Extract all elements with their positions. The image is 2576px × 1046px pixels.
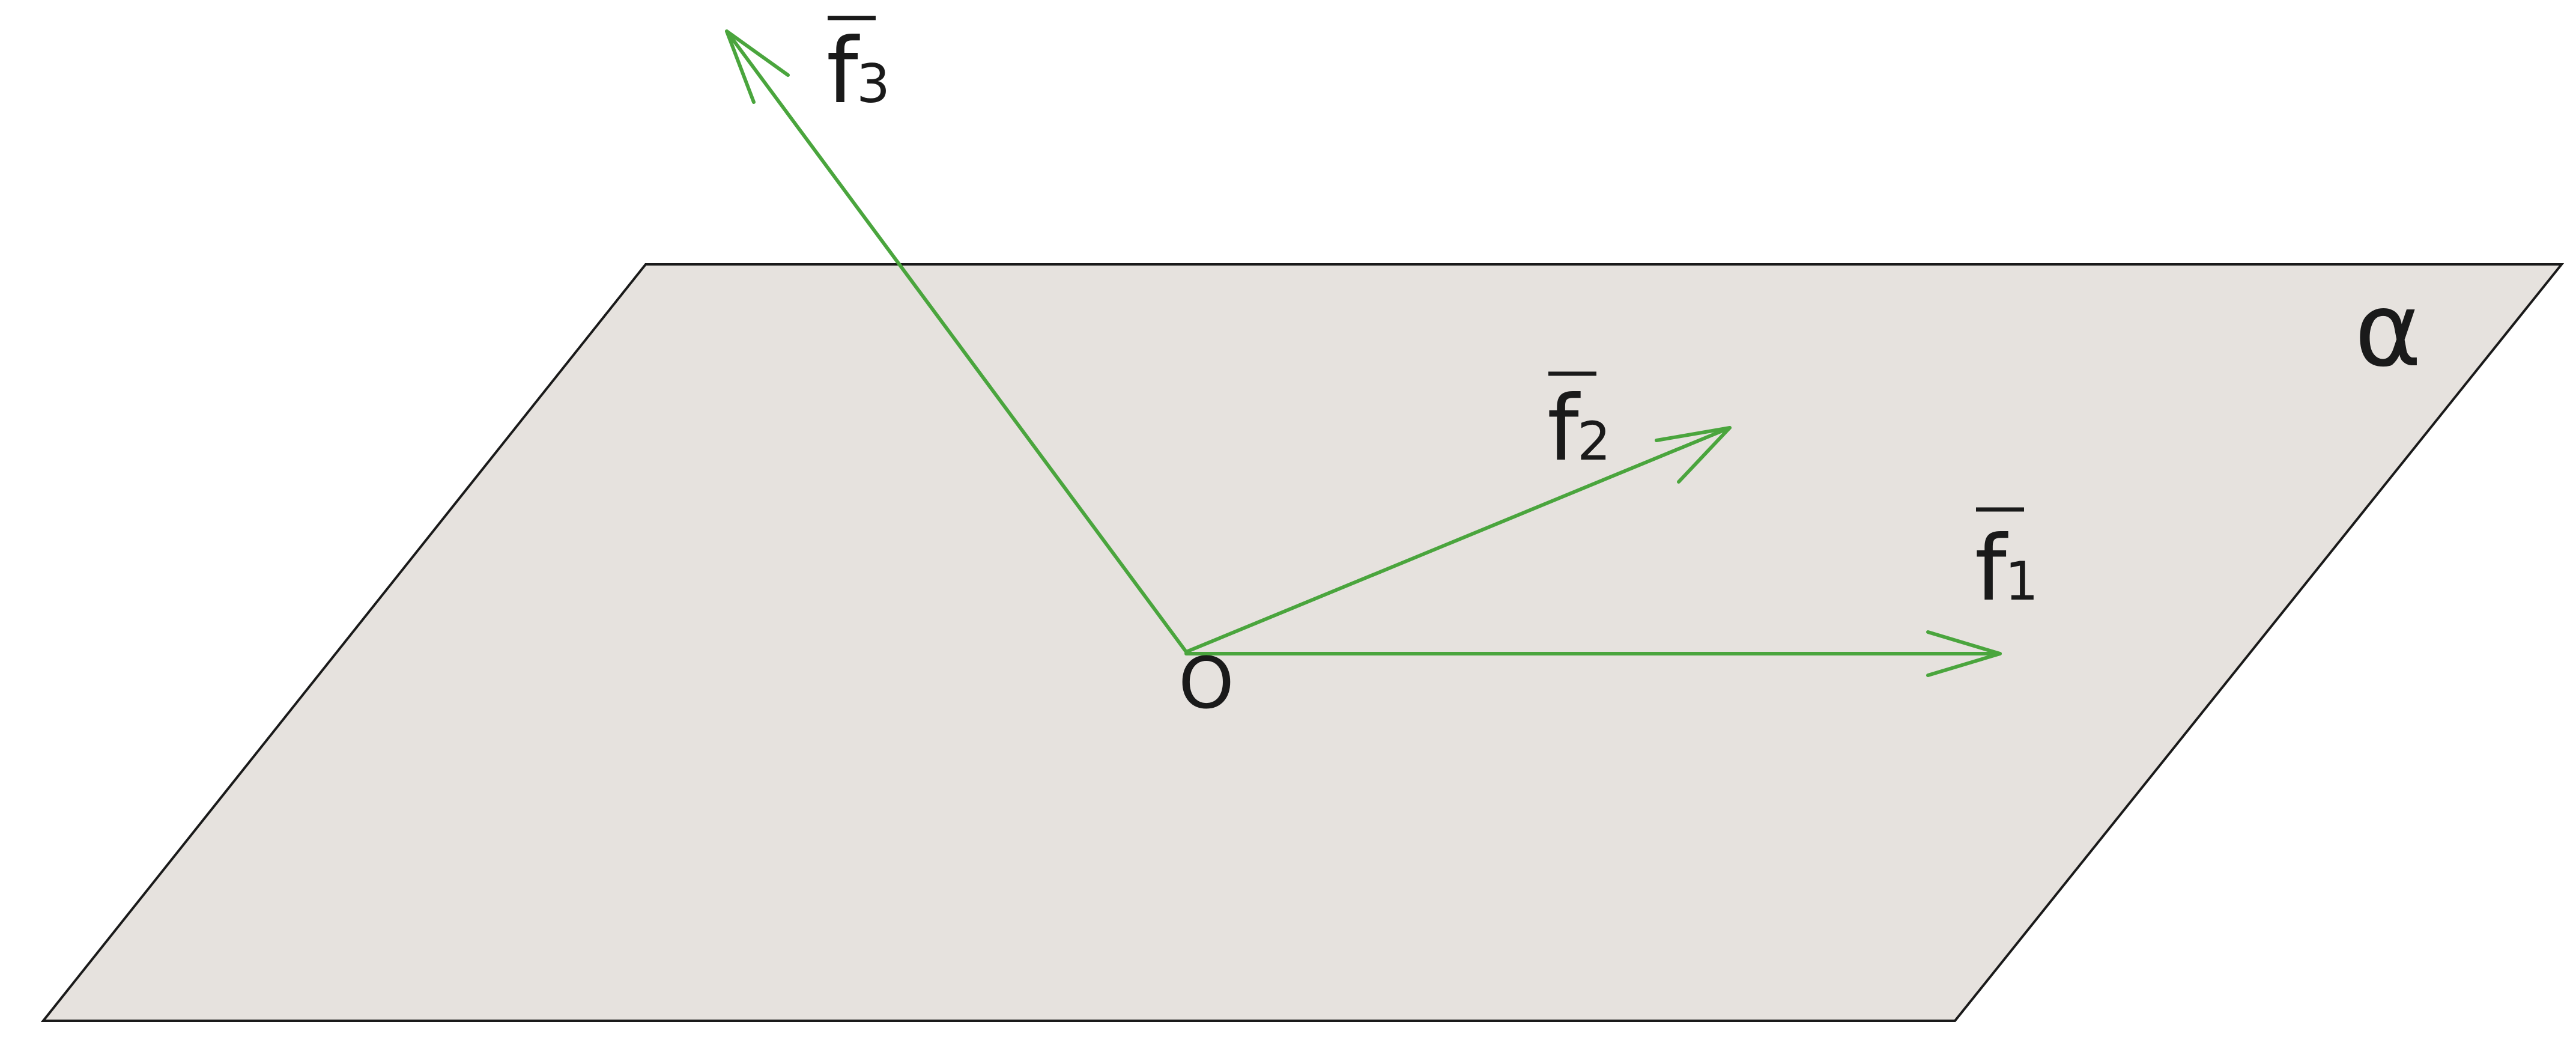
vector-f2-label: f 2 [1547, 371, 1611, 481]
origin-label: O [1178, 642, 1234, 725]
vector-f1-arrowhead [1926, 630, 2002, 677]
vector-f3 [725, 29, 1188, 654]
vector-f1-letter: f [1975, 517, 2008, 621]
vector-f3-letter: f [826, 19, 860, 124]
vector-f1 [1184, 630, 2002, 677]
vector-f3-arrowhead [725, 29, 790, 104]
vector-f2-subscript: 2 [1577, 410, 1611, 472]
vector-f2-letter: f [1547, 377, 1581, 481]
plane-label: α [2354, 271, 2422, 390]
vector-f2-arrowhead [1655, 426, 1732, 484]
vector-f3-subscript: 3 [856, 53, 890, 115]
plane-alpha [40, 263, 2565, 1022]
vector-f3-label: f 3 [826, 16, 890, 124]
vector-f1-subscript: 1 [2005, 550, 2038, 612]
vector-f1-label: f 1 [1975, 507, 2038, 621]
vector-f2 [1184, 426, 1732, 654]
